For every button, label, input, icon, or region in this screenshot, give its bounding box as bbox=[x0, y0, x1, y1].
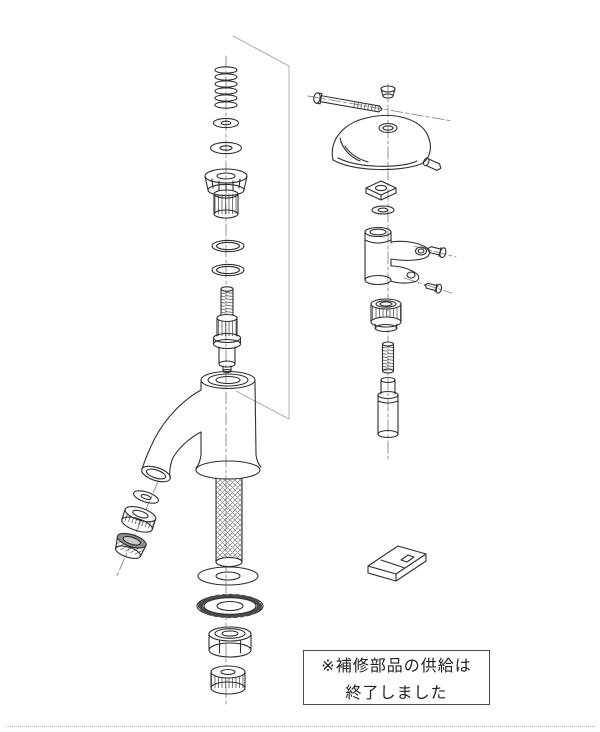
centerline-screw bbox=[307, 95, 453, 122]
packing-washer bbox=[209, 141, 243, 155]
handle-screw bbox=[313, 92, 383, 113]
bracket-screw-upper bbox=[426, 246, 447, 259]
note-line-2: 終了しました bbox=[345, 683, 448, 702]
hex-nut bbox=[208, 626, 252, 658]
spindle-cartridge bbox=[212, 286, 242, 374]
centerline-bracket-screw-upper bbox=[413, 245, 457, 258]
aerator-tool bbox=[367, 545, 427, 582]
aerator bbox=[114, 532, 147, 559]
serrated-washer bbox=[196, 593, 264, 619]
separation-plane bbox=[232, 35, 290, 420]
handle bbox=[331, 114, 431, 171]
handle-cap bbox=[380, 85, 396, 99]
spout-outlet bbox=[145, 468, 167, 480]
outlet-substack bbox=[114, 490, 160, 559]
faucet-body bbox=[141, 370, 262, 483]
note-box: ※補修部品の供給は 終了しました bbox=[303, 650, 490, 705]
base-washer bbox=[197, 566, 259, 586]
centerline-bracket-screw-lower bbox=[403, 277, 453, 294]
note-line-1: ※補修部品の供給は bbox=[321, 656, 472, 675]
lock-nut bbox=[210, 665, 246, 695]
mount-flange bbox=[204, 168, 248, 219]
bracket-screw-lower bbox=[424, 282, 443, 294]
square-nut bbox=[365, 180, 397, 201]
washer-small bbox=[212, 117, 240, 129]
page-edge-dotted-line bbox=[6, 726, 595, 727]
handle-washer bbox=[371, 205, 395, 215]
coupling-nut bbox=[121, 506, 157, 533]
threaded-shank bbox=[215, 477, 243, 568]
extension-rod bbox=[377, 376, 399, 439]
valve-bracket bbox=[364, 226, 430, 286]
gland-nut bbox=[370, 298, 402, 333]
spring bbox=[214, 66, 238, 109]
threaded-stud bbox=[381, 341, 395, 374]
o-ring-upper bbox=[211, 239, 245, 253]
o-ring-lower bbox=[211, 263, 245, 277]
handle-set-screw bbox=[422, 157, 442, 171]
outlet-washer bbox=[132, 490, 160, 504]
